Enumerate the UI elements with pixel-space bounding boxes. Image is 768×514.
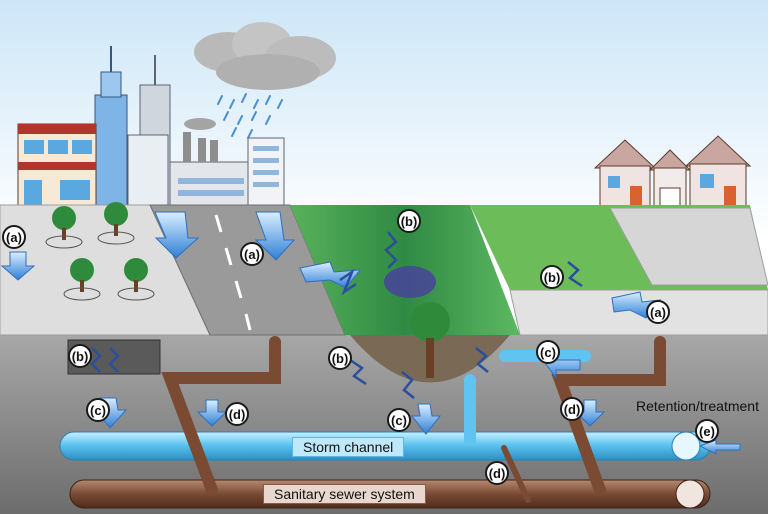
sanitary-sewer-label: Sanitary sewer system <box>263 484 426 504</box>
rain-cloud-icon <box>194 22 336 139</box>
callout-c-left: (c) <box>86 398 110 422</box>
ponded-water <box>384 266 436 298</box>
storm-channel-label: Storm channel <box>292 437 405 457</box>
callout-b-lawn: (b) <box>540 265 564 289</box>
retention-treatment-label: Retention/treatment <box>636 398 759 414</box>
street-trees <box>45 202 155 301</box>
callout-c-lateral: (c) <box>536 340 560 364</box>
houses <box>593 135 752 211</box>
overflow-arrow <box>501 445 531 503</box>
callout-d-right: (d) <box>560 397 584 421</box>
driveway <box>609 207 768 286</box>
callout-d-overflow: (d) <box>485 461 509 485</box>
callout-c-swale: (c) <box>387 408 411 432</box>
callout-b-swale-top: (b) <box>397 209 421 233</box>
callout-b-pavement: (b) <box>68 344 92 368</box>
callout-d-left: (d) <box>225 402 249 426</box>
callout-a-road: (a) <box>240 242 264 266</box>
callout-a-left: (a) <box>2 225 26 249</box>
sewer-laterals <box>161 336 666 496</box>
city-buildings <box>17 46 285 211</box>
runoff-arrows <box>0 211 741 455</box>
callout-a-right: (a) <box>646 300 670 324</box>
road-markings <box>214 214 252 331</box>
swale-tree <box>410 302 450 378</box>
callout-b-swale-left: (b) <box>328 346 352 370</box>
infiltration-arrows <box>90 231 583 399</box>
callout-e: (e) <box>695 419 719 443</box>
